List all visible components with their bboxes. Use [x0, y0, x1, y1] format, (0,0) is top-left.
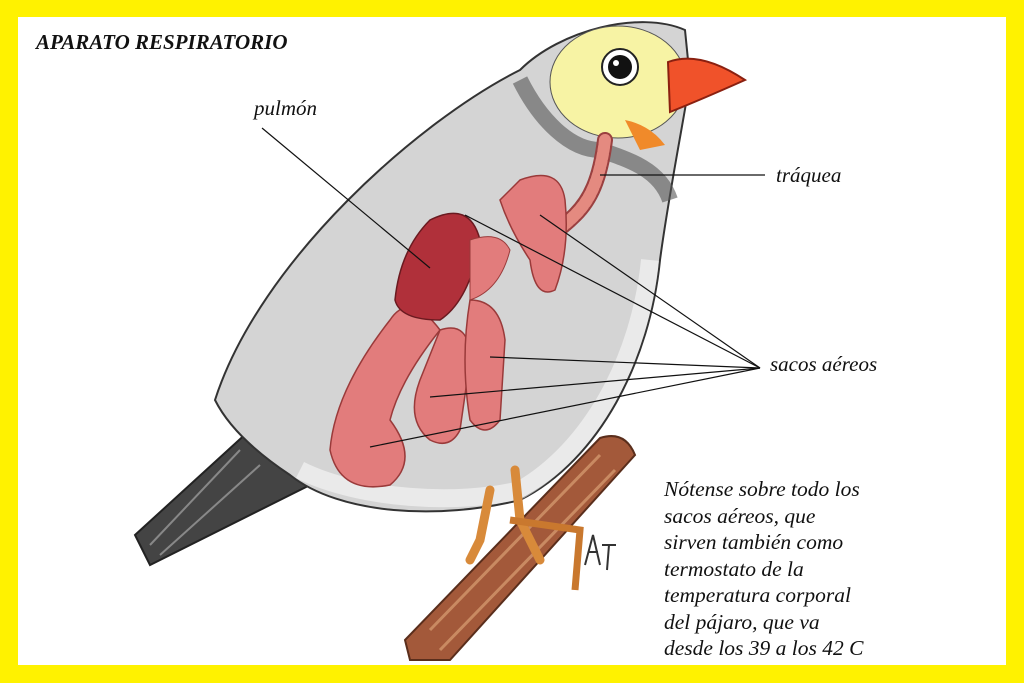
pulmon-leader-line	[261, 127, 431, 269]
note-line: Nótense sobre todo los	[664, 477, 860, 501]
page-title: APARATO RESPIRATORIO	[36, 30, 288, 54]
sacos-leader-line	[489, 356, 761, 369]
air-sacs	[329, 174, 567, 488]
sacos-leader-line	[429, 367, 761, 398]
note-line: temperatura corporal	[664, 583, 851, 607]
leader-lines	[261, 127, 765, 448]
signature	[584, 534, 616, 571]
note-line: termostato de la	[664, 556, 804, 581]
note-text: Nótense sobre todo los sacos aéreos, que…	[664, 476, 994, 662]
lung	[394, 212, 511, 321]
sacos-leader-line	[464, 214, 761, 369]
head	[549, 25, 748, 150]
label-sacos-aereos: sacos aéreos	[770, 352, 878, 376]
label-traquea: tráquea	[776, 163, 842, 187]
note-line: sirven también como	[664, 530, 844, 554]
beak	[666, 57, 748, 114]
note-line: desde los 39 a los 42 C	[664, 636, 864, 660]
label-pulmon: pulmón	[254, 96, 317, 120]
branch	[403, 435, 637, 661]
sacos-leader-line	[539, 214, 761, 369]
note-line: sacos aéreos, que	[664, 503, 816, 528]
sacos-leader-line	[369, 367, 761, 448]
feet	[465, 465, 584, 591]
note-line: del pájaro, que va	[664, 609, 820, 634]
